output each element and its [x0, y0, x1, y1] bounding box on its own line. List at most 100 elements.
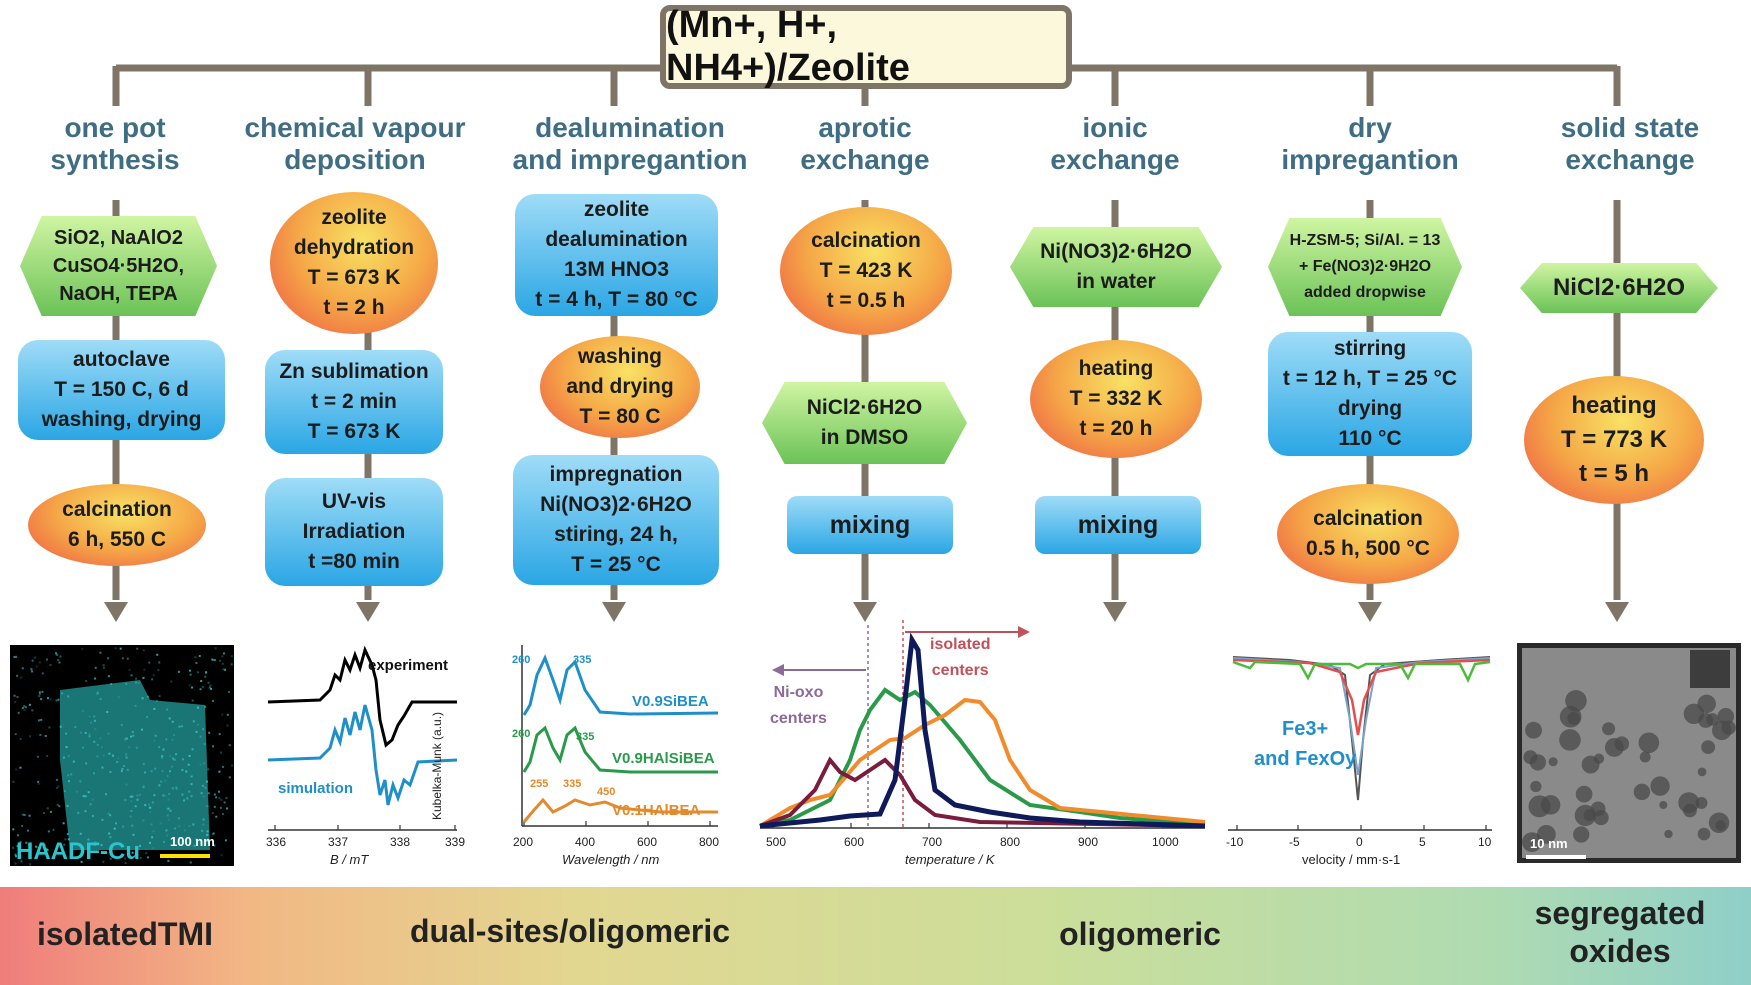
haadf-speck — [99, 651, 102, 654]
step-line: dehydration — [293, 236, 415, 259]
haadf-speck — [188, 790, 191, 793]
haadf-speck — [128, 668, 131, 671]
epr-tick: 336 — [266, 835, 287, 849]
step-line: and drying — [566, 375, 674, 398]
step-line: CuSO4·5H2O, — [52, 255, 185, 277]
moss-tick: -5 — [1289, 835, 1300, 849]
haadf-speck — [132, 734, 135, 737]
haadf-speck — [124, 857, 127, 860]
uvvis-xlabel: Wavelength / nm — [562, 852, 660, 867]
moss-tick: 0 — [1356, 835, 1363, 849]
haadf-speck — [19, 766, 22, 769]
tem-particle — [1683, 703, 1705, 725]
haadf-speck — [79, 780, 82, 783]
uv-series-3-curve — [522, 797, 718, 823]
haadf-speck — [210, 687, 213, 690]
haadf-speck — [165, 829, 168, 832]
haadf-speck — [215, 796, 218, 799]
haadf-speck — [113, 827, 116, 830]
haadf-speck — [170, 680, 173, 683]
haadf-speck — [199, 688, 202, 691]
tem-particle — [1521, 832, 1542, 853]
haadf-speck — [13, 694, 16, 697]
haadf-speck — [200, 792, 203, 795]
haadf-speck — [139, 844, 142, 847]
haadf-speck — [94, 728, 97, 731]
haadf-speck — [202, 795, 205, 798]
haadf-speck — [66, 804, 69, 807]
haadf-speck — [230, 655, 233, 658]
haadf-speck — [168, 770, 171, 773]
haadf-speck — [171, 757, 174, 760]
tpr-tick: 800 — [1000, 835, 1021, 849]
haadf-speck — [136, 798, 139, 801]
step-line: stiring, 24 h, — [554, 523, 678, 546]
tem-particle — [1602, 722, 1616, 736]
haadf-speck — [76, 790, 79, 793]
haadf-speck — [142, 676, 145, 679]
haadf-speck — [40, 718, 43, 721]
haadf-speck — [19, 738, 22, 741]
haadf-speck — [12, 780, 15, 783]
haadf-speck — [214, 647, 217, 650]
haadf-speck — [38, 695, 41, 698]
tpr-maroon-curve — [759, 756, 1206, 828]
band-segregated-line: oxides — [1569, 933, 1671, 969]
haadf-speck — [168, 793, 171, 796]
haadf-speck — [67, 774, 70, 777]
haadf-speck — [43, 811, 46, 814]
step-line: in water — [1076, 270, 1156, 293]
haadf-speck — [99, 697, 102, 700]
haadf-speck — [101, 818, 104, 821]
haadf-speck — [66, 833, 69, 836]
haadf-speck — [62, 822, 65, 825]
haadf-speck — [151, 678, 154, 681]
haadf-speck — [67, 754, 70, 757]
haadf-speck — [85, 680, 88, 683]
tem-particle — [1717, 708, 1735, 725]
haadf-speck — [146, 856, 149, 859]
haadf-speck — [213, 793, 216, 796]
haadf-speck — [230, 663, 233, 666]
haadf-speck — [191, 748, 194, 751]
haadf-speck — [218, 733, 221, 736]
haadf-speck — [68, 780, 71, 783]
haadf-speck — [55, 653, 58, 656]
arrowhead-6 — [1605, 602, 1629, 622]
haadf-speck — [149, 810, 152, 813]
haadf-speck — [28, 814, 31, 817]
haadf-speck — [197, 706, 200, 709]
haadf-speck — [57, 698, 60, 701]
haadf-speck — [134, 681, 137, 684]
haadf-speck — [227, 691, 230, 694]
step-line: drying — [1337, 397, 1403, 420]
haadf-speck — [107, 812, 110, 815]
haadf-speck — [196, 723, 199, 726]
method-dealumination-line2: and impregantion — [512, 144, 748, 175]
haadf-speck — [131, 824, 134, 827]
haadf-speck — [187, 763, 190, 766]
haadf-speck — [208, 686, 211, 689]
haadf-speck — [109, 771, 112, 774]
haadf-speck — [58, 805, 61, 808]
haadf-speck — [135, 677, 138, 680]
haadf-speck — [102, 754, 105, 757]
haadf-speck — [189, 669, 192, 672]
haadf-speck — [155, 700, 158, 703]
haadf-speck — [14, 733, 17, 736]
haadf-speck — [169, 809, 172, 812]
uvvis-tick: 200 — [513, 835, 534, 849]
haadf-speck — [166, 814, 169, 817]
haadf-speck — [107, 732, 110, 735]
haadf-speck — [148, 661, 151, 664]
haadf-speck — [181, 793, 184, 796]
haadf-speck — [16, 845, 19, 848]
haadf-speck — [167, 807, 170, 810]
haadf-speck — [129, 795, 132, 798]
haadf-speck — [38, 692, 41, 695]
haadf-speck — [192, 823, 195, 826]
haadf-speck — [150, 823, 153, 826]
haadf-speck — [165, 738, 168, 741]
haadf-speck — [228, 744, 231, 747]
